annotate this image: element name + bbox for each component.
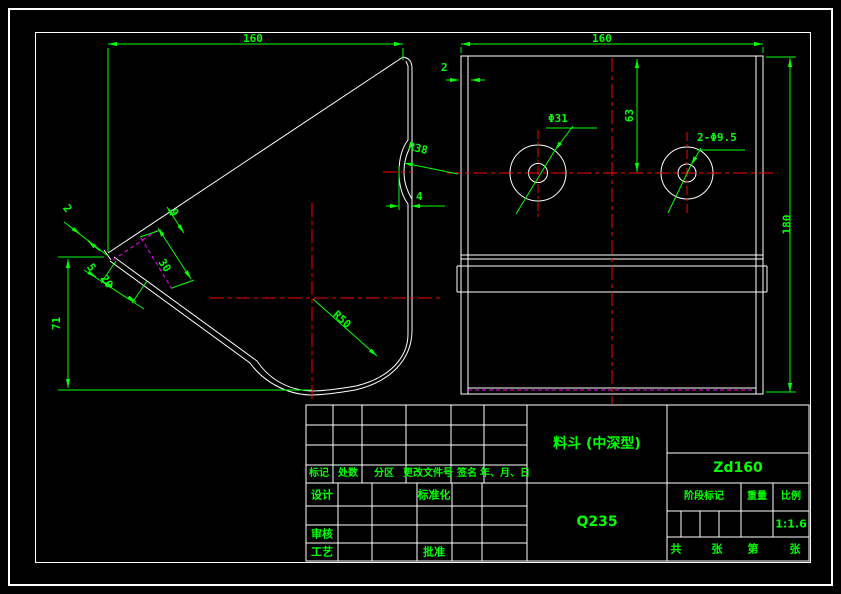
tb-design-label: 设计 (311, 488, 333, 502)
dim-bead-width: 4 (416, 190, 423, 203)
tb-process-label: 工艺 (311, 545, 333, 559)
tb-stage-mark-label: 阶段标记 (684, 491, 724, 502)
tb-sheet-unit1: 张 (711, 542, 723, 556)
dim-hole-center: 63 (623, 108, 637, 123)
title-block-grid (305, 404, 810, 562)
left-view-outline (103, 56, 413, 396)
bend-lines (112, 228, 756, 391)
drawing-frame (35, 32, 811, 563)
tb-weight-label: 重量 (747, 491, 767, 502)
dim-left-width: 160 (243, 32, 263, 45)
tb-scale-value: 1:1.6 (775, 517, 807, 531)
tb-rev-header-mark: 标记 (309, 468, 329, 479)
dim-wall-thickness: 2 (441, 61, 448, 74)
tb-approve-label: 批准 (423, 545, 445, 559)
right-view-dimensions (446, 41, 796, 393)
tb-review-label: 审核 (311, 527, 333, 541)
label-center-hole: Φ31 (548, 112, 568, 125)
tb-material: Q235 (576, 514, 618, 530)
tb-scale-label: 比例 (781, 491, 801, 502)
tb-standardize-label: 标准化 (417, 488, 451, 502)
tb-sheet-unit2: 张 (789, 542, 801, 556)
tb-rev-header-zone: 分区 (374, 468, 394, 479)
tb-sheet-no-label: 第 (747, 542, 759, 556)
dim-left-height: 71 (50, 316, 64, 331)
left-view-dimensions (58, 41, 459, 391)
tb-rev-header-docno: 更改文件号 (403, 468, 453, 479)
label-side-holes: 2-Φ9.5 (697, 131, 737, 144)
dim-right-height: 180 (780, 214, 794, 235)
tb-rev-header-date: 年、月、日 (480, 468, 530, 479)
tb-rev-header-count: 处数 (338, 468, 358, 479)
page-border (8, 8, 833, 586)
tb-sheet-total-label: 共 (670, 542, 682, 556)
tb-rev-header-sign: 签名 (457, 468, 477, 479)
centerlines (210, 58, 778, 404)
tb-part-name: 料斗 (中深型) (553, 436, 641, 452)
dim-right-width: 160 (592, 32, 612, 45)
tb-drawing-number: Zd160 (713, 460, 763, 476)
